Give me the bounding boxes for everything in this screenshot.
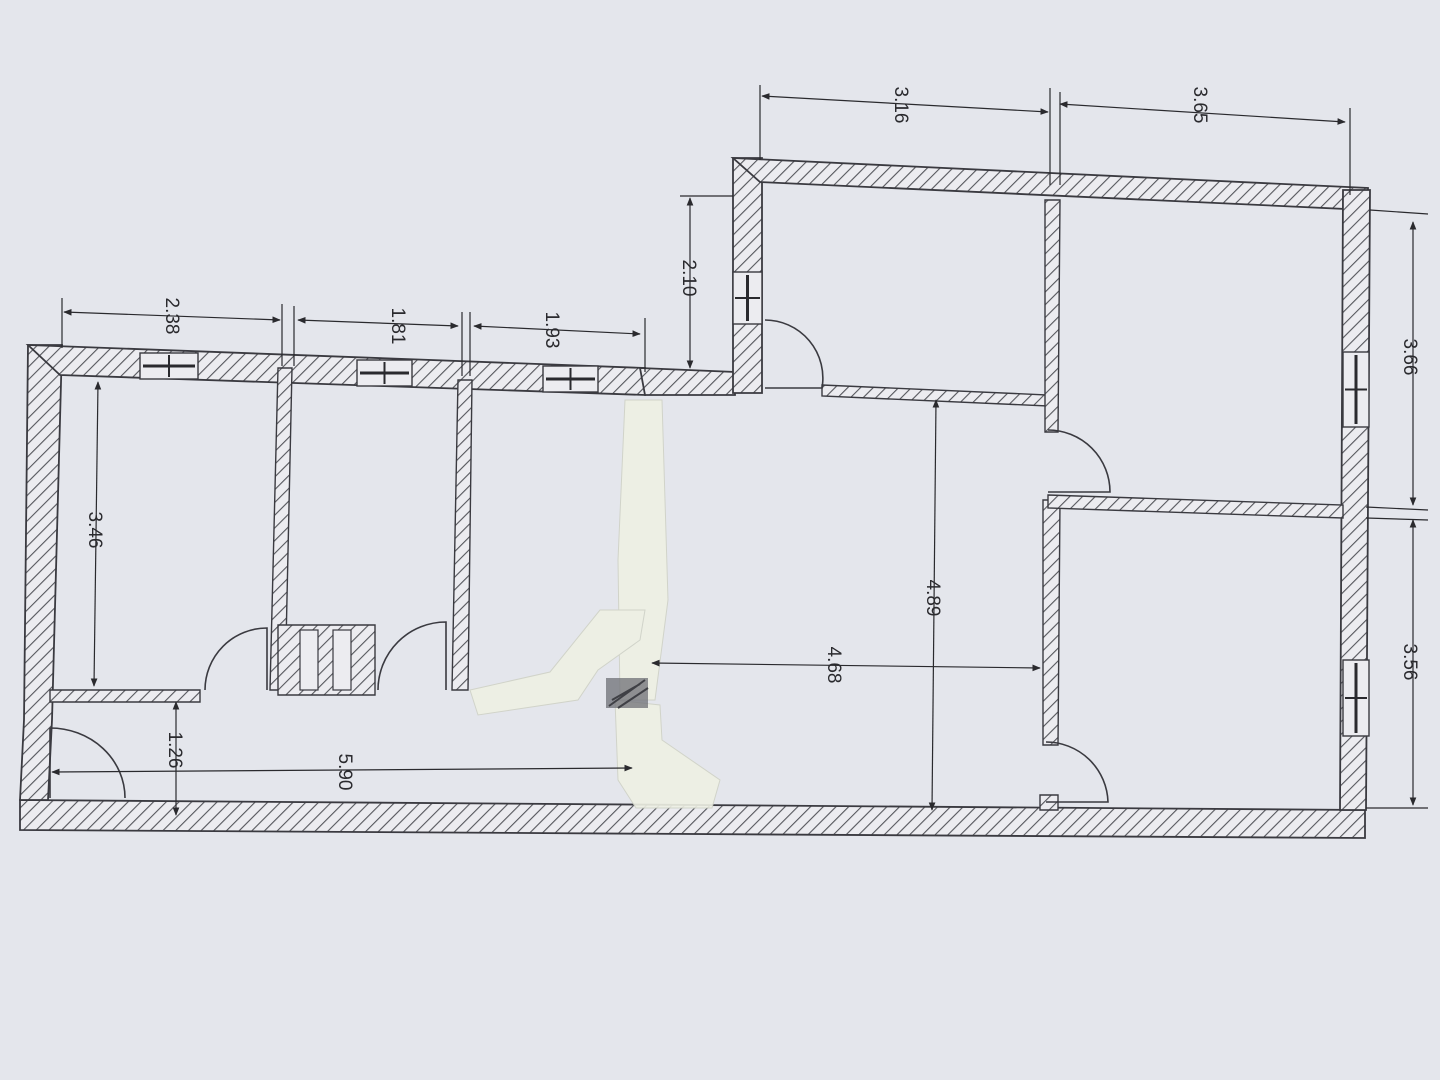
dim-label-right-3-66: 3.66 [1399, 339, 1420, 376]
door-mid-right [1047, 429, 1111, 493]
door-room1 [204, 627, 268, 691]
window-room2 [356, 359, 413, 387]
wc-slat-1 [299, 629, 319, 691]
dim-line-mid-4-89 [928, 399, 940, 811]
dim-label-bottom-1-26: 1.26 [164, 732, 185, 769]
dim-label-left-2-10: 2.10 [678, 260, 699, 297]
partition-room1-bottom [49, 689, 201, 703]
dim-label-mid-4-89: 4.89 [922, 580, 943, 617]
dim-label-left-1-81: 1.81 [387, 308, 408, 345]
dim-line-top-3-16 [761, 93, 1049, 115]
dim-label-top-3-16: 3.16 [890, 87, 911, 124]
tape-vertical-upper [617, 399, 669, 701]
dim-line-left-2-38 [63, 308, 281, 324]
dimension-lines [51, 85, 1429, 816]
window-right-top [1342, 351, 1370, 428]
dim-label-left-1-93: 1.93 [541, 312, 562, 349]
dim-label-right-3-56: 3.56 [1399, 644, 1420, 681]
dim-line-left-1-93 [473, 323, 641, 337]
pencil-mark [606, 678, 649, 709]
partition-vert-mid-b [1042, 499, 1061, 746]
tape-vertical-lower [614, 699, 721, 809]
dim-label-top-3-65: 3.65 [1189, 87, 1210, 124]
partition-mid-lower [1047, 494, 1344, 519]
window-upper-left [732, 271, 763, 325]
dim-label-left-2-38: 2.38 [161, 298, 182, 335]
doors [49, 319, 1111, 803]
windows [139, 271, 1370, 737]
tape-strips [469, 399, 721, 809]
dimension-labels: 3.16 3.65 2.38 1.81 1.93 2.10 3.66 3.56 … [84, 87, 1420, 791]
dim-line-mid-4-68 [651, 659, 1041, 672]
wall-right-end [1339, 189, 1371, 811]
dim-line-left-1-81 [297, 316, 459, 330]
partition-vert-mid-a [1044, 199, 1061, 433]
wall-bottom-long [19, 799, 1366, 839]
door-low-right [1045, 741, 1109, 803]
window-room3 [542, 365, 599, 393]
door-wc [377, 621, 447, 691]
window-room1 [139, 352, 199, 380]
door-upper [764, 319, 824, 389]
partition-wc-box [277, 624, 376, 696]
dim-label-mid-4-68: 4.68 [823, 647, 844, 684]
tick-right-b [1365, 506, 1429, 511]
interior-walls [49, 199, 1344, 811]
dim-line-mid-3-46 [90, 381, 102, 687]
tick-right-a [1369, 209, 1429, 215]
dim-line-bottom-5-90 [51, 764, 633, 776]
wc-slat-2 [332, 629, 352, 691]
dim-label-bottom-5-90: 5.90 [334, 754, 355, 791]
wall-step-join [638, 367, 736, 396]
partition-2 [451, 379, 473, 691]
door-entrance [49, 727, 126, 799]
tick-right-c [1365, 517, 1429, 521]
window-right-low [1342, 659, 1370, 737]
tape-diagonal [469, 609, 646, 716]
dim-label-mid-3-46: 3.46 [84, 512, 105, 549]
dim-line-top-3-65 [1059, 101, 1346, 125]
